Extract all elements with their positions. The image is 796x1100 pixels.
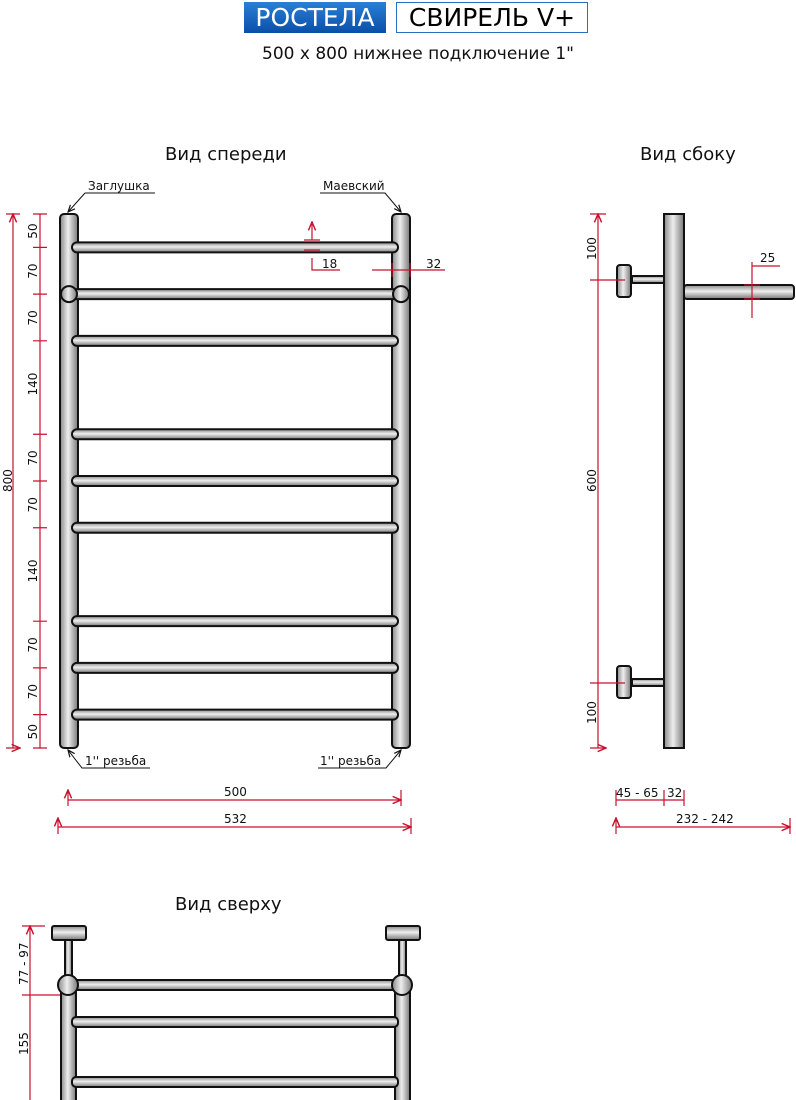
- mayevsky-label: Маевский: [323, 179, 385, 193]
- side-middle-label: 600: [585, 469, 599, 492]
- rail: [71, 288, 399, 301]
- spacing-label: 50: [26, 724, 40, 739]
- rail: [71, 708, 399, 721]
- rail: [71, 475, 399, 487]
- side-collector-pipe: [663, 213, 685, 749]
- bottom-bracket-stem: [631, 678, 665, 687]
- thread-left-label: 1'' резьба: [85, 754, 146, 768]
- top-rail-1: [71, 979, 399, 991]
- top-view-title: Вид сверху: [175, 894, 282, 915]
- wall-gap-label: 45 - 65: [616, 786, 659, 800]
- rail-joint: [392, 285, 410, 304]
- side-view: [616, 213, 795, 749]
- top-rail-2: [71, 1016, 399, 1028]
- top-view: [51, 925, 421, 1100]
- rail: [71, 334, 399, 347]
- top-left-stem: [64, 939, 73, 977]
- side-rail-diameter-label: 25: [760, 251, 775, 265]
- brand-logo: РОСТЕЛА: [244, 2, 386, 33]
- bottom-wall-plate: [616, 665, 632, 699]
- side-bottom-label: 100: [585, 701, 599, 724]
- top-depth-label: 155: [17, 1032, 31, 1055]
- rail: [71, 428, 399, 441]
- inner-width-label: 500: [224, 785, 247, 799]
- side-rail: [683, 284, 795, 300]
- spacing-dimension-chain: [33, 213, 47, 749]
- spacing-label: 140: [26, 373, 40, 396]
- top-left-pipe-end: [57, 974, 79, 996]
- height-label: 800: [1, 469, 15, 492]
- side-view-title: Вид сбоку: [640, 144, 736, 165]
- depth-label: 232 - 242: [676, 812, 734, 826]
- side-pipe-label: 32: [667, 786, 682, 800]
- rail: [71, 615, 399, 628]
- side-top-label: 100: [585, 237, 599, 260]
- outer-width-label: 532: [224, 812, 247, 826]
- front-view-title: Вид спереди: [165, 144, 287, 165]
- top-rail-3: [71, 1076, 399, 1088]
- spacing-label: 70: [26, 684, 40, 699]
- thread-right-label: 1'' резьба: [320, 754, 381, 768]
- spacing-label: 70: [26, 497, 40, 512]
- front-view: [59, 213, 411, 749]
- top-wall-plate: [616, 264, 632, 298]
- spacing-label: 70: [26, 263, 40, 278]
- top-gap-label: 77 - 97: [17, 943, 31, 986]
- pipe-diameter-label: 32: [426, 257, 441, 271]
- rail: [71, 521, 399, 534]
- spacing-label: 50: [26, 223, 40, 238]
- subtitle: 500 x 800 нижнее подключение 1": [262, 44, 574, 64]
- plug-label: Заглушка: [88, 179, 150, 193]
- rail-joint: [60, 285, 78, 304]
- spacing-label: 70: [26, 637, 40, 652]
- top-bracket-stem: [631, 275, 665, 284]
- spacing-label: 70: [26, 310, 40, 325]
- model-name: СВИРЕЛЬ V+: [396, 2, 588, 33]
- rail: [71, 661, 399, 674]
- top-right-pipe-end: [391, 974, 413, 996]
- spacing-label: 140: [26, 560, 40, 583]
- rail-diameter-label: 18: [322, 257, 337, 271]
- spacing-label: 70: [26, 450, 40, 465]
- rail: [71, 241, 399, 254]
- top-left-plate: [51, 925, 87, 941]
- top-right-stem: [398, 939, 407, 977]
- top-right-plate: [385, 925, 421, 941]
